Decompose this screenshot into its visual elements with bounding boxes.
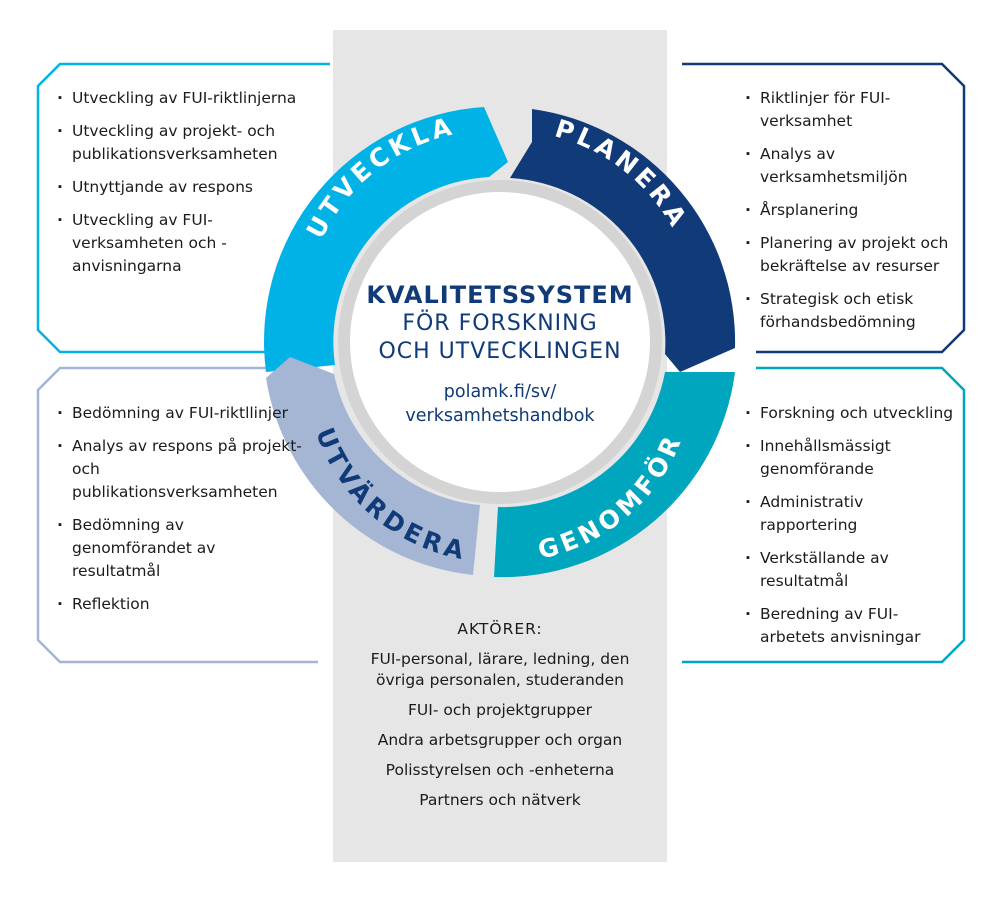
center-url-line2: verksamhetshandbok [405,406,595,426]
inner-ring [338,180,662,504]
list-item: Innehållsmässigt genomförande [745,435,955,481]
list-item: Beredning av FUI-arbetets anvisningar [745,603,955,649]
actors-heading: AKTÖRER: [457,620,543,638]
list-item: Utveckling av projekt- och publikationsv… [57,120,307,166]
genomfor-item-list: Forskning och utveckling Innehållsmässig… [745,402,955,659]
actor-item: FUI-personal, lärare, ledning, den övrig… [370,650,630,689]
utveckla-item-list: Utveckling av FUI-riktlinjerna Utvecklin… [57,87,307,288]
utvardera-box-border [36,366,318,664]
list-item: Bedömning av genomförandet av resultatmå… [57,514,307,583]
planera-arrow [510,109,736,372]
genomfor-arrow [494,372,735,578]
list-item: Administrativ rapportering [745,491,955,537]
genomfor-box-border [682,366,966,664]
list-item: Utveckling av FUI-verksamheten och -anvi… [57,209,307,278]
center-url-line1: polamk.fi/sv/ [443,382,557,402]
actor-item: Andra arbetsgrupper och organ [377,731,623,749]
list-item: Strategisk och etisk förhandsbedömning [745,288,955,334]
center-subtitle-line1: FÖR FORSKNING [402,311,598,336]
list-item: Årsplanering [745,199,955,222]
utvardera-arrow [266,357,480,575]
center-heading: KVALITETSSYSTEM FÖR FORSKNING OCH UTVECK… [340,280,660,428]
list-item: Bedömning av FUI-riktllinjer [57,402,307,425]
planera-box-border [682,62,966,354]
actors-section: AKTÖRER: FUI-personal, lärare, ledning, … [333,620,667,820]
list-item: Analys av respons på projekt- och publik… [57,435,307,504]
actor-item: Polisstyrelsen och -enheterna [385,761,615,779]
planera-item-list: Riktlinjer för FUI-verksamhet Analys av … [745,87,955,344]
list-item: Reflektion [57,593,307,616]
list-item: Utnyttjande av respons [57,176,307,199]
actor-item: FUI- och projektgrupper [408,701,592,719]
center-subtitle-line2: OCH UTVECKLINGEN [378,339,622,364]
utveckla-arrow [264,107,508,372]
list-item: Riktlinjer för FUI-verksamhet [745,87,955,133]
list-item: Planering av projekt och bekräftelse av … [745,232,955,278]
center-title: KVALITETSSYSTEM [366,281,634,309]
list-item: Verkställande av resultatmål [745,547,955,593]
list-item: Forskning och utveckling [745,402,955,425]
utvardera-item-list: Bedömning av FUI-riktllinjer Analys av r… [57,402,307,626]
list-item: Analys av verksamhetsmiljön [745,143,955,189]
actor-item: Partners och nätverk [419,791,581,809]
list-item: Utveckling av FUI-riktlinjerna [57,87,307,110]
utveckla-box-border [36,62,330,354]
